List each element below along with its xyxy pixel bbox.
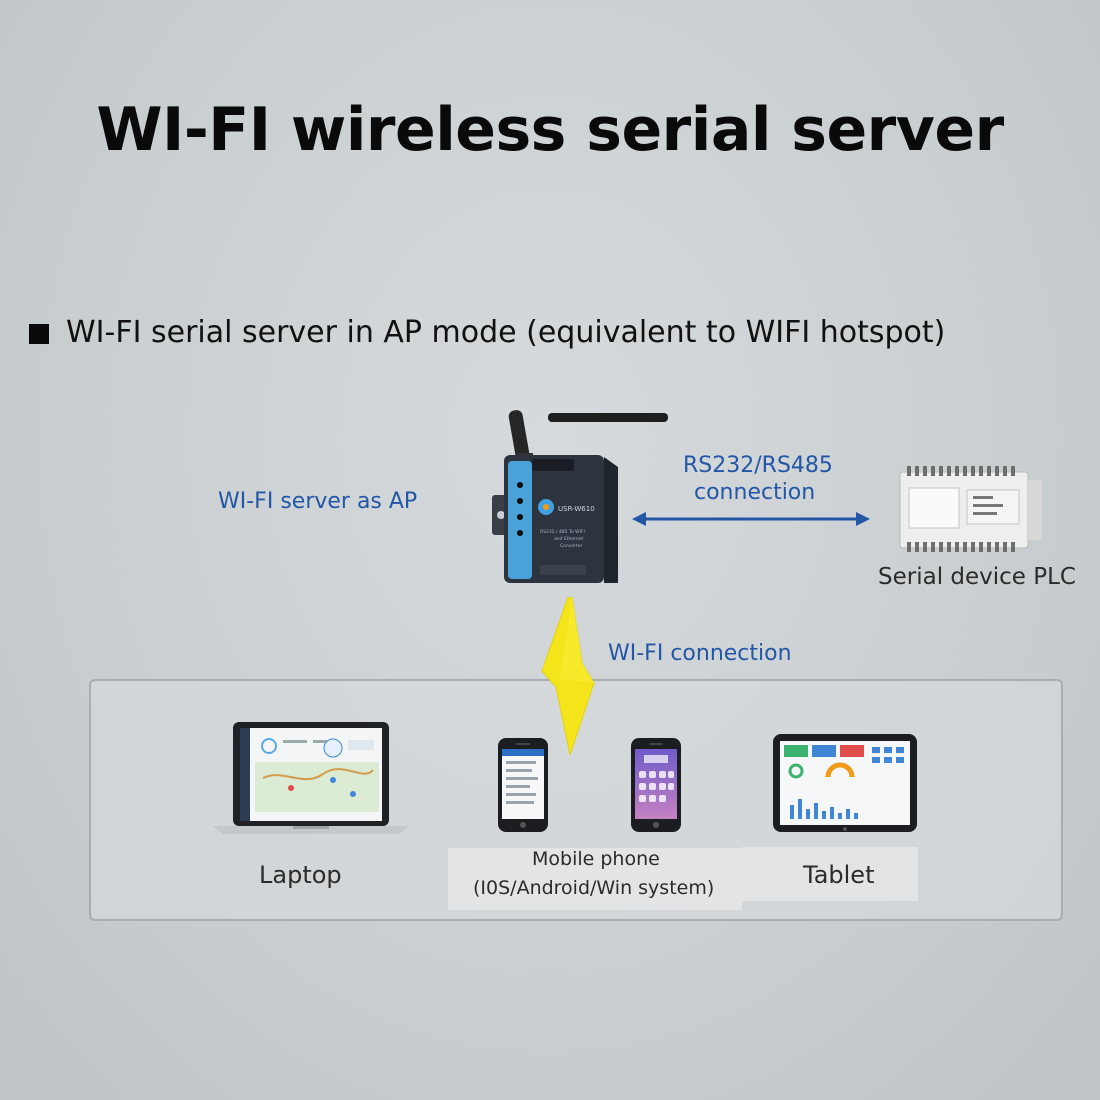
rs-connection-label-line1: RS232/RS485 (683, 453, 833, 478)
phone-list-icon (498, 738, 548, 832)
mode-description: WI-FI serial server in AP mode (equivale… (66, 315, 946, 350)
mobile-label-line2: (I0S/Android/Win system) (473, 877, 715, 899)
double-arrow-icon (632, 512, 870, 526)
laptop-label: Laptop (259, 861, 342, 889)
svg-text:Converter: Converter (560, 543, 583, 549)
plc-label: Serial device PLC (878, 564, 1076, 590)
svg-text:and Ethernet: and Ethernet (554, 536, 584, 542)
tablet-label-background (742, 847, 918, 901)
tablet-label: Tablet (803, 861, 875, 889)
mobile-label-line1: Mobile phone (532, 848, 660, 870)
page-title: WI-FI wireless serial server (96, 95, 1004, 165)
mobile-label-background (448, 848, 742, 910)
laptop-icon (213, 722, 409, 834)
bullet-square-icon (29, 324, 49, 344)
phone-apps-icon (631, 738, 681, 832)
antenna-icon (508, 410, 668, 463)
plc-device-icon (899, 466, 1042, 552)
rs-connection-label-line2: connection (694, 480, 816, 505)
wifi-connection-label: WI-FI connection (608, 641, 792, 666)
svg-text:RS232 / 485 To WIFI: RS232 / 485 To WIFI (540, 529, 585, 535)
lightning-bolt-icon (541, 597, 595, 755)
svg-text:USR-W610: USR-W610 (558, 505, 595, 513)
serial-server-device: USR-W610 RS232 / 485 To WIFI and Etherne… (492, 410, 668, 583)
server-as-ap-label: WI-FI server as AP (218, 489, 418, 514)
tablet-icon (773, 734, 917, 832)
